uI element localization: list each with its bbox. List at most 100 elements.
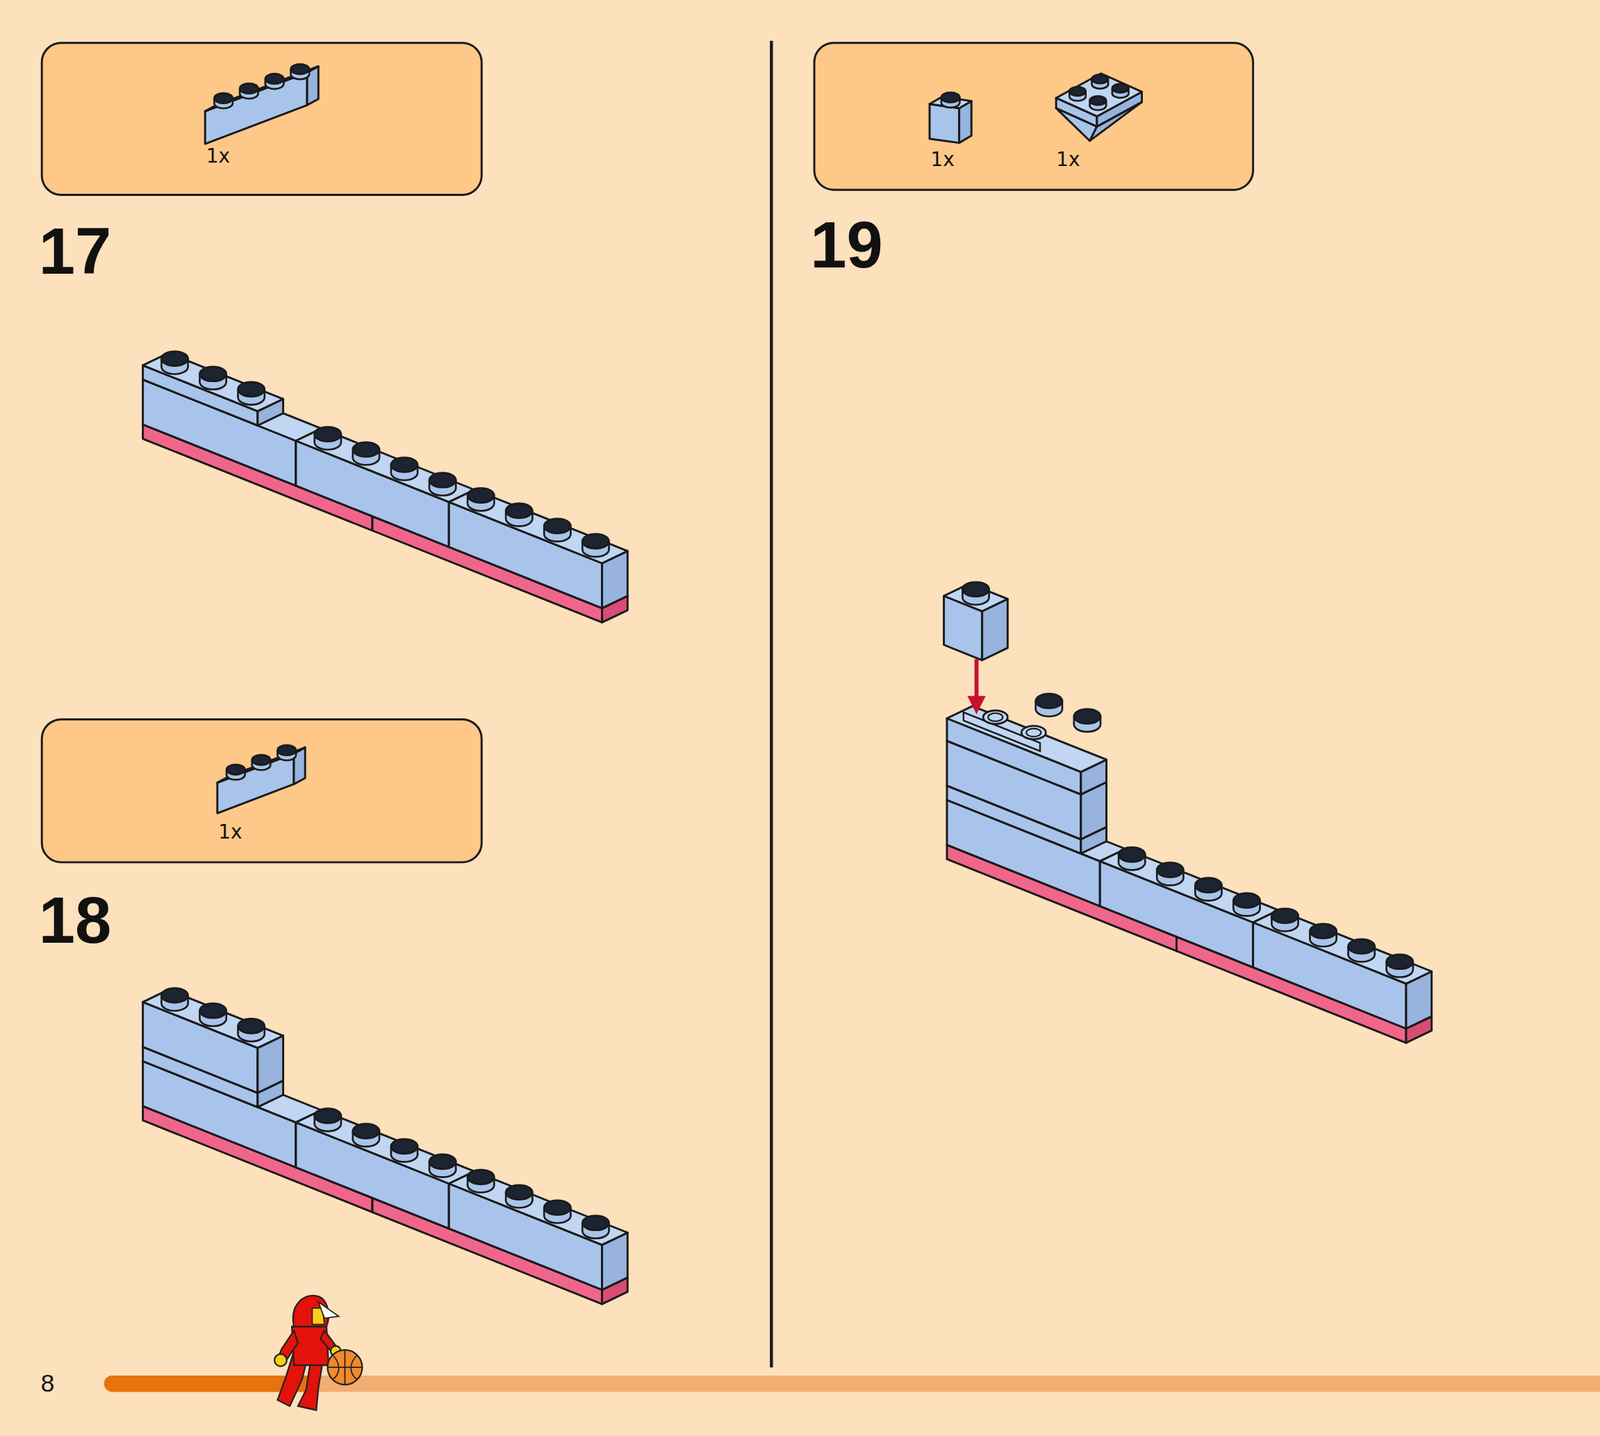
stud — [314, 1108, 342, 1132]
stud-top — [238, 382, 265, 397]
part-quantity: 1x — [206, 145, 230, 167]
stud — [265, 73, 284, 89]
step-18-model — [143, 987, 629, 1305]
stud-top — [1271, 908, 1298, 924]
stud — [161, 351, 188, 375]
stud-top — [391, 457, 418, 473]
stud-top — [1194, 878, 1222, 893]
stud-top — [467, 1169, 494, 1185]
stud — [467, 488, 494, 512]
stud-top — [1156, 862, 1184, 878]
stud — [1233, 893, 1260, 917]
stud — [1156, 862, 1184, 886]
stud-top — [352, 441, 380, 457]
stud-top — [391, 1139, 418, 1154]
minifig-hand — [274, 1354, 287, 1367]
part-illustration — [43, 43, 485, 199]
stud-top — [429, 1154, 456, 1170]
stud-top — [582, 1215, 609, 1231]
step-number: 18 — [38, 887, 112, 954]
part-quantity: 1x — [218, 821, 242, 843]
stud-top — [1348, 939, 1375, 954]
stud-top — [429, 473, 456, 488]
parts-callout: 1x1x — [813, 41, 1255, 191]
stud — [277, 745, 296, 761]
stud — [391, 1139, 418, 1163]
stud — [1386, 954, 1414, 978]
step-number: 19 — [810, 212, 884, 278]
stud — [505, 503, 533, 527]
stud-top — [1310, 924, 1337, 939]
stud-top — [213, 93, 233, 104]
stud — [352, 1124, 380, 1148]
step-17-model — [143, 351, 629, 623]
hollow-stud — [1021, 726, 1046, 740]
stud — [543, 518, 571, 542]
hollow-stud — [983, 710, 1008, 724]
progress-fill — [112, 1375, 307, 1393]
brick-front — [204, 72, 308, 144]
stud-top — [543, 1200, 571, 1216]
stud-top — [161, 351, 188, 367]
stud-top — [543, 518, 571, 534]
stud-top — [265, 73, 284, 85]
stud — [582, 1215, 609, 1239]
hollow-stud-ring — [1026, 728, 1041, 738]
stud — [1271, 908, 1298, 932]
stud-top — [941, 92, 960, 103]
stud — [1112, 84, 1129, 98]
stud-top — [505, 1185, 533, 1200]
parts-callout: 1x — [40, 718, 483, 864]
stud-top — [252, 755, 271, 766]
minifigure — [274, 1295, 362, 1411]
stud-top — [314, 1108, 342, 1124]
part-quantity: 1x — [930, 148, 955, 171]
stud — [391, 457, 418, 481]
stud — [291, 63, 310, 80]
stud-top — [1233, 893, 1260, 909]
stud — [962, 582, 989, 606]
stud-top — [505, 503, 533, 519]
brick-top — [1056, 73, 1142, 117]
stud-top — [467, 488, 494, 503]
stud-top — [1069, 86, 1086, 96]
page-number: 8 — [40, 1371, 55, 1396]
stud — [1118, 847, 1145, 871]
stud — [1090, 95, 1107, 110]
stud-top — [226, 764, 245, 776]
minifig-cap — [318, 1301, 339, 1319]
stud-top — [1386, 954, 1414, 970]
stud-top — [1118, 847, 1145, 863]
stud-top — [200, 1003, 227, 1018]
stud — [1348, 939, 1375, 963]
stud — [505, 1185, 533, 1209]
part-group — [217, 745, 305, 814]
stud-top — [238, 1018, 265, 1034]
stud — [1069, 86, 1086, 101]
parts-callout: 1x — [40, 41, 483, 196]
column-divider — [769, 40, 773, 1368]
stud-top — [1090, 95, 1107, 105]
placement-arrow — [974, 659, 979, 699]
stud — [429, 473, 456, 497]
brick-front — [929, 104, 960, 144]
stud — [352, 441, 380, 465]
stud-top — [277, 745, 296, 756]
stud — [582, 534, 609, 558]
stud — [941, 92, 960, 108]
part-illustration — [815, 43, 1257, 193]
stud-top — [291, 63, 310, 75]
stud — [1310, 924, 1337, 947]
stud — [1194, 878, 1222, 902]
stud — [252, 755, 271, 771]
minifig-leg — [298, 1363, 323, 1411]
stud — [213, 93, 233, 109]
stud-top — [962, 582, 989, 597]
stud — [161, 987, 188, 1011]
stud — [1035, 694, 1063, 717]
stud — [543, 1200, 571, 1224]
stud-top — [352, 1124, 380, 1139]
stud-top — [1074, 709, 1101, 724]
stud — [1092, 74, 1109, 89]
